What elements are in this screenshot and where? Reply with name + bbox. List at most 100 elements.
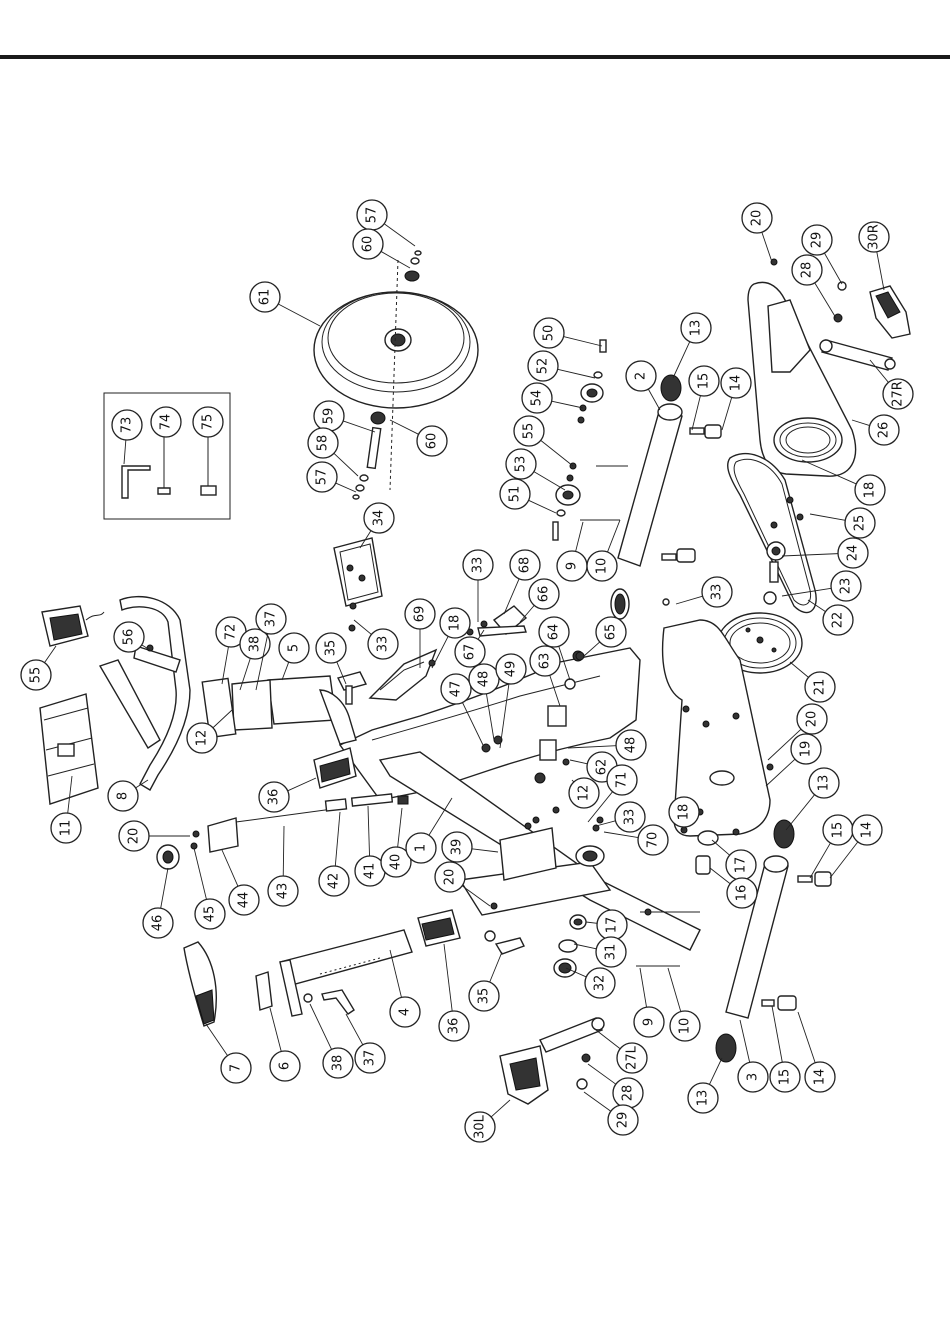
callout-bubble: 23 xyxy=(830,570,862,602)
callout-bubble: 57 xyxy=(306,461,338,493)
callout-label: 39 xyxy=(450,839,465,856)
callout-label: 62 xyxy=(595,759,610,776)
seat-assembly xyxy=(183,929,413,1027)
callout-leader-line xyxy=(797,1011,816,1063)
callout-bubble: 75 xyxy=(192,406,224,438)
callout-leader-line xyxy=(141,644,151,651)
callout-bubble: 73 xyxy=(111,409,143,441)
callout-circle xyxy=(113,621,145,653)
callout-leader-line xyxy=(477,629,485,640)
callout-leader-line xyxy=(221,646,229,685)
callout-label: 23 xyxy=(839,578,854,595)
callout-label: 26 xyxy=(877,422,892,439)
callout-label: 21 xyxy=(813,679,828,696)
callout-bubble: 33 xyxy=(462,549,494,581)
callout-circle xyxy=(607,1104,639,1136)
callout-label: 67 xyxy=(463,644,478,661)
callout-label: 52 xyxy=(536,358,551,375)
callout-bubble: 70 xyxy=(637,824,669,856)
callout-leader-line xyxy=(767,728,802,761)
callout-leader-line xyxy=(67,775,73,814)
callout-label: 53 xyxy=(514,456,529,473)
callout-bubble: 15 xyxy=(688,365,720,397)
callout-leader-line xyxy=(603,831,639,839)
callout-bubble: 35 xyxy=(468,980,500,1012)
callout-label: 35 xyxy=(324,640,339,657)
callout-bubble: 61 xyxy=(249,281,281,313)
callout-circle xyxy=(367,628,399,660)
callout-label: 12 xyxy=(195,730,210,747)
callout-leader-line xyxy=(807,599,826,613)
callout-leader-line xyxy=(345,1013,364,1046)
callout-circle xyxy=(616,1042,648,1074)
callout-bubble: 45 xyxy=(194,898,226,930)
callout-bubble: 30L xyxy=(464,1111,496,1143)
callout-bubble: 66 xyxy=(528,578,560,610)
callout-leader-line xyxy=(499,683,510,749)
callout-bubble: 7 xyxy=(220,1052,252,1084)
callout-bubble: 33 xyxy=(367,628,399,660)
callout-bubble: 6 xyxy=(269,1050,301,1082)
adjust-knob-lower xyxy=(484,930,525,955)
callout-label: 8 xyxy=(116,792,131,800)
callout-label: 16 xyxy=(735,885,750,902)
callout-bubble: 57 xyxy=(356,199,388,231)
callout-bubble: 59 xyxy=(313,400,345,432)
callout-label: 40 xyxy=(389,854,404,871)
callout-label: 14 xyxy=(729,375,744,392)
callout-circle xyxy=(464,1111,496,1143)
callout-label: 75 xyxy=(201,414,216,431)
callout-circle xyxy=(669,1010,701,1042)
callout-label: 28 xyxy=(800,262,815,279)
callout-circle xyxy=(194,898,226,930)
callout-leader-line xyxy=(824,252,843,285)
callout-leader-line xyxy=(205,1023,228,1056)
callout-bubble: 11 xyxy=(50,812,82,844)
callout-circle xyxy=(595,616,627,648)
callout-leader-line xyxy=(691,395,701,431)
callout-circle xyxy=(50,812,82,844)
callout-bubble: 64 xyxy=(538,616,570,648)
callout-label: 29 xyxy=(616,1112,631,1129)
callout-leader-line xyxy=(353,619,372,635)
callout-bubble: 43 xyxy=(267,875,299,907)
callout-circle xyxy=(527,350,559,382)
callout-circle xyxy=(851,814,883,846)
callout-circle xyxy=(249,281,281,313)
callout-label: 10 xyxy=(595,558,610,575)
callout-circle xyxy=(584,967,616,999)
callout-label: 37 xyxy=(264,611,279,628)
callout-circle xyxy=(255,603,287,635)
callout-circle xyxy=(737,1061,769,1093)
callout-label: 50 xyxy=(542,325,557,342)
callout-circle xyxy=(363,502,395,534)
callout-circle xyxy=(434,861,466,893)
callout-leader-line xyxy=(785,794,815,831)
callout-label: 60 xyxy=(425,433,440,450)
callout-circle xyxy=(322,1047,354,1079)
callout-leader-line xyxy=(595,820,616,827)
callout-leader-line xyxy=(567,745,617,749)
callout-bubble: 52 xyxy=(527,350,559,382)
callout-leader-line xyxy=(287,777,317,792)
callout-circle xyxy=(533,317,565,349)
callout-label: 17 xyxy=(605,917,620,934)
callout-circle xyxy=(615,729,647,761)
callout-circle xyxy=(790,733,822,765)
seat-slider-lower xyxy=(417,909,461,947)
callout-label: 56 xyxy=(122,629,137,646)
callout-leader-line xyxy=(829,841,859,879)
callout-leader-line xyxy=(282,825,285,877)
callout-leader-line xyxy=(595,1029,621,1050)
callout-circle xyxy=(111,409,143,441)
callout-label: 38 xyxy=(331,1055,346,1072)
callout-bubble: 56 xyxy=(113,621,145,653)
callout-circle xyxy=(440,673,472,705)
callout-leader-line xyxy=(490,1099,511,1118)
callout-bubble: 12 xyxy=(186,722,218,754)
callout-label: 13 xyxy=(696,1090,711,1107)
callout-label: 38 xyxy=(248,636,263,653)
callout-circle xyxy=(441,831,473,863)
callout-circle xyxy=(688,365,720,397)
callout-leader-line xyxy=(573,943,597,950)
